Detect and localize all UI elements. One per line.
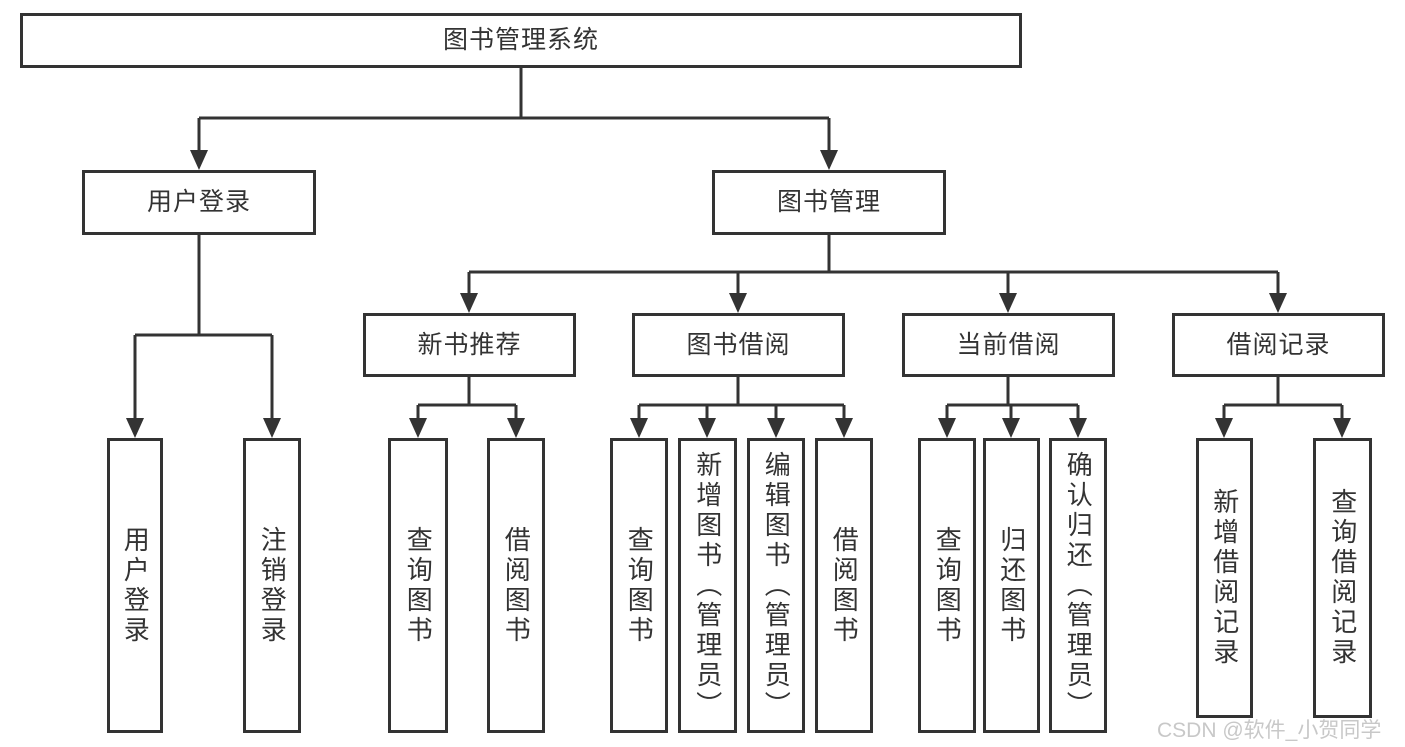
arrow-head xyxy=(729,293,747,313)
arrow-head xyxy=(999,293,1017,313)
node-borrow-records: 借阅记录 xyxy=(1172,313,1385,377)
node-root-label: 图书管理系统 xyxy=(442,26,599,54)
leaf-return-books-label: 归还图书 xyxy=(996,525,1027,646)
leaf-confirm-return-admin-label: 确认归还（管理员） xyxy=(1063,450,1094,721)
arrow-head xyxy=(1215,418,1233,438)
leaf-edit-book-admin-label: 编辑图书（管理员） xyxy=(761,450,792,721)
node-book-borrow: 图书借阅 xyxy=(632,313,845,377)
arrow-head xyxy=(1069,418,1087,438)
leaf-query-borrow-record-label: 查询借阅记录 xyxy=(1327,488,1358,668)
node-new-book-recommend: 新书推荐 xyxy=(363,313,576,377)
arrow-head xyxy=(698,418,716,438)
arrow-head xyxy=(1333,418,1351,438)
leaf-borrow-books-recommend-label: 借阅图书 xyxy=(501,525,532,646)
node-new-book-recommend-label: 新书推荐 xyxy=(417,330,522,359)
leaf-query-books-current-label: 查询图书 xyxy=(932,525,963,646)
leaf-logout-label: 注销登录 xyxy=(257,525,288,646)
arrow-head xyxy=(767,418,785,438)
node-book-borrow-label: 图书借阅 xyxy=(686,330,791,359)
node-current-borrow-label: 当前借阅 xyxy=(956,330,1061,359)
leaf-add-borrow-record: 新增借阅记录 xyxy=(1196,438,1253,718)
arrow-head xyxy=(820,150,838,170)
arrow-head xyxy=(630,418,648,438)
leaf-logout: 注销登录 xyxy=(243,438,301,733)
node-user-login: 用户登录 xyxy=(82,170,316,235)
arrow-head xyxy=(1269,293,1287,313)
leaf-borrow-books-recommend: 借阅图书 xyxy=(487,438,545,733)
node-current-borrow: 当前借阅 xyxy=(902,313,1115,377)
leaf-borrow-books: 借阅图书 xyxy=(815,438,873,733)
leaf-return-books: 归还图书 xyxy=(983,438,1040,733)
arrow-head xyxy=(460,293,478,313)
arrow-head xyxy=(1002,418,1020,438)
arrow-head xyxy=(263,418,281,438)
arrow-head xyxy=(938,418,956,438)
arrow-head xyxy=(835,418,853,438)
node-book-management: 图书管理 xyxy=(712,170,946,235)
leaf-query-books-borrow-label: 查询图书 xyxy=(624,525,655,646)
leaf-query-borrow-record: 查询借阅记录 xyxy=(1313,438,1372,718)
node-book-management-label: 图书管理 xyxy=(776,188,881,216)
arrow-head xyxy=(507,418,525,438)
arrow-head xyxy=(190,150,208,170)
leaf-add-book-admin-label: 新增图书（管理员） xyxy=(692,450,723,721)
leaf-add-book-admin: 新增图书（管理员） xyxy=(678,438,737,733)
leaf-borrow-books-label: 借阅图书 xyxy=(829,525,860,646)
leaf-query-books-recommend: 查询图书 xyxy=(388,438,448,733)
leaf-add-borrow-record-label: 新增借阅记录 xyxy=(1209,488,1240,668)
leaf-edit-book-admin: 编辑图书（管理员） xyxy=(747,438,805,733)
arrow-head xyxy=(409,418,427,438)
leaf-confirm-return-admin: 确认归还（管理员） xyxy=(1049,438,1107,733)
leaf-query-books-borrow: 查询图书 xyxy=(610,438,668,733)
csdn-watermark: CSDN @软件_小贺同学 xyxy=(1157,719,1382,742)
leaf-query-books-recommend-label: 查询图书 xyxy=(403,525,434,646)
leaf-user-login: 用户登录 xyxy=(107,438,163,733)
node-user-login-label: 用户登录 xyxy=(146,188,251,216)
arrow-head xyxy=(126,418,144,438)
node-root: 图书管理系统 xyxy=(20,13,1022,68)
leaf-query-books-current: 查询图书 xyxy=(918,438,976,733)
node-borrow-records-label: 借阅记录 xyxy=(1226,330,1331,359)
leaf-user-login-label: 用户登录 xyxy=(120,525,151,646)
